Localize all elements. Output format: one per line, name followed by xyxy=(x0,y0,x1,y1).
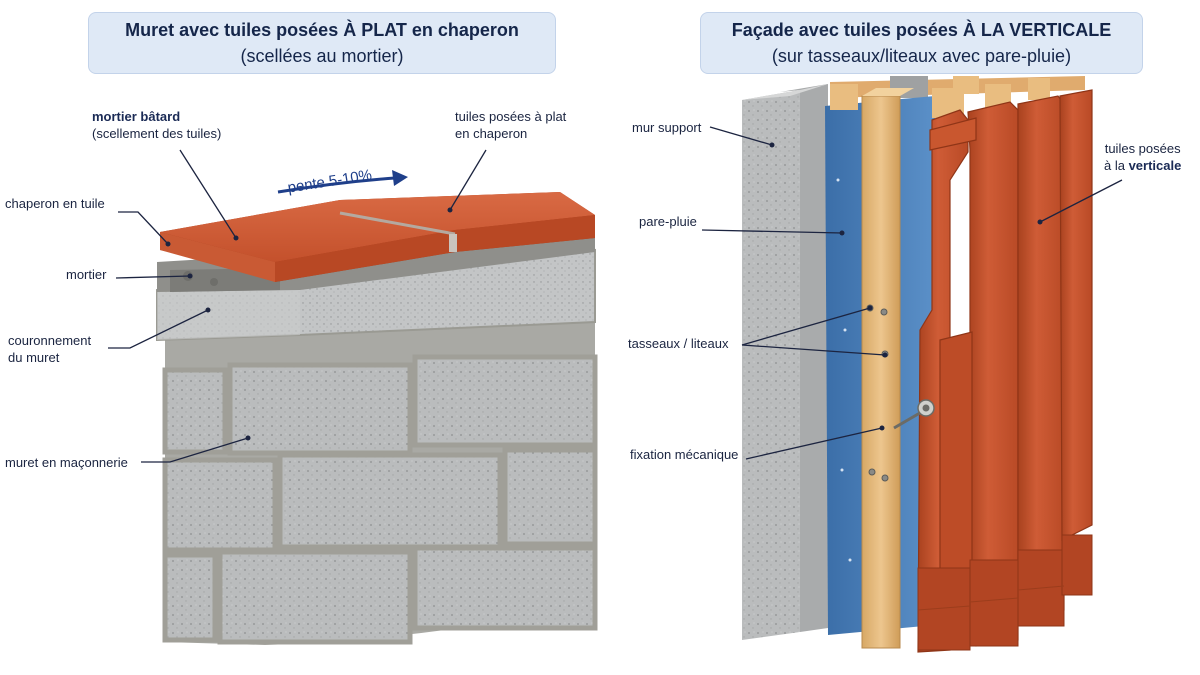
label-chaperon: chaperon en tuile xyxy=(5,196,105,211)
label-fixation: fixation mécanique xyxy=(630,447,739,462)
left-panel-title: Muret avec tuiles posées À PLAT en chape… xyxy=(88,12,556,74)
left-title-text: Muret avec tuiles posées À PLAT en chape… xyxy=(125,20,519,40)
label-tuiles-vert-line2b: verticale xyxy=(1128,158,1182,173)
label-tuiles-plat-line1: tuiles posées à plat xyxy=(455,109,567,124)
vertical-tiles xyxy=(917,89,1093,653)
label-couronnement-line2: du muret xyxy=(8,350,60,365)
label-tuiles-verticale: tuiles posées à la verticale xyxy=(1104,140,1181,174)
facade-assembly xyxy=(742,76,1093,653)
slope-arrow-line xyxy=(277,176,396,194)
right-panel-title: Façade avec tuiles posées À LA VERTICALE… xyxy=(700,12,1143,74)
left-subtitle-text: (scellées au mortier) xyxy=(240,46,404,66)
label-couronnement-line1: couronnement xyxy=(8,333,92,348)
muret-wall xyxy=(156,192,598,645)
label-tuiles-vert-line2a: à la xyxy=(1104,158,1129,173)
label-mur-support: mur support xyxy=(632,120,702,135)
label-muret: muret en maçonnerie xyxy=(5,455,128,470)
label-mortier-batard: mortier bâtard (scellement des tuiles) xyxy=(92,108,221,142)
label-mortier: mortier xyxy=(66,267,107,282)
label-mortier-batard-sub: (scellement des tuiles) xyxy=(92,126,222,141)
slope-arrow-head xyxy=(392,170,408,186)
label-couronnement: couronnement du muret xyxy=(8,332,91,366)
label-tuiles-plat: tuiles posées à plat en chaperon xyxy=(455,108,566,142)
label-mortier-batard-bold: mortier bâtard xyxy=(92,109,181,124)
label-tasseaux: tasseaux / liteaux xyxy=(628,336,729,351)
label-tuiles-vert-line1: tuiles posées xyxy=(1104,141,1181,156)
right-title-text: Façade avec tuiles posées À LA VERTICALE xyxy=(731,20,1112,40)
label-pare-pluie: pare-pluie xyxy=(639,214,697,229)
batten-front xyxy=(861,95,901,649)
label-tuiles-plat-line2: en chaperon xyxy=(455,126,528,141)
slope-label: pente 5-10% xyxy=(286,167,373,197)
tile-chaperon xyxy=(160,192,595,282)
mechanical-fixing xyxy=(893,399,935,430)
right-subtitle-text: (sur tasseaux/liteaux avec pare-pluie) xyxy=(771,46,1072,66)
